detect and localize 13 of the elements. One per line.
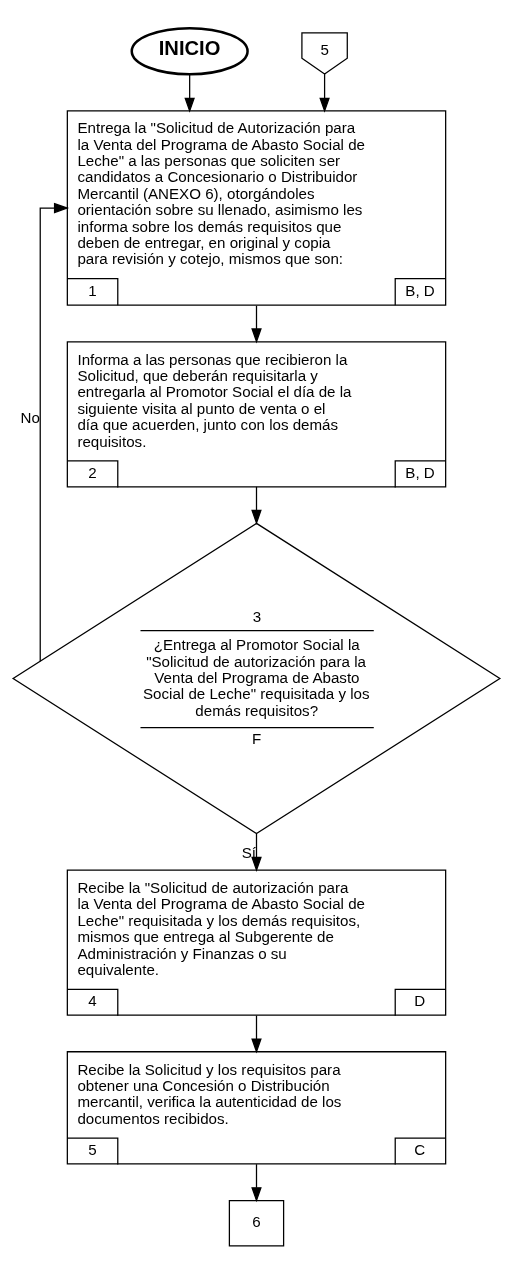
arrow [39, 202, 70, 662]
node-diamond: 3 ¿Entrega al Promotor Social la "Solicitud de autorización para la Venta del Programa de Abasto Social de Leche" requisitada y los demás requisitos? F [11, 522, 502, 835]
node-box: 6 [228, 1199, 285, 1247]
node-ellipse: INICIO [130, 26, 249, 76]
edge-label: Sí [241, 843, 257, 861]
arrow [184, 74, 195, 113]
arrow [251, 305, 262, 344]
arrow [319, 73, 330, 113]
edge-label: No [20, 409, 40, 427]
arrow [251, 833, 262, 872]
arrow [251, 486, 262, 525]
arrow [251, 1015, 262, 1054]
arrow [251, 1163, 262, 1203]
